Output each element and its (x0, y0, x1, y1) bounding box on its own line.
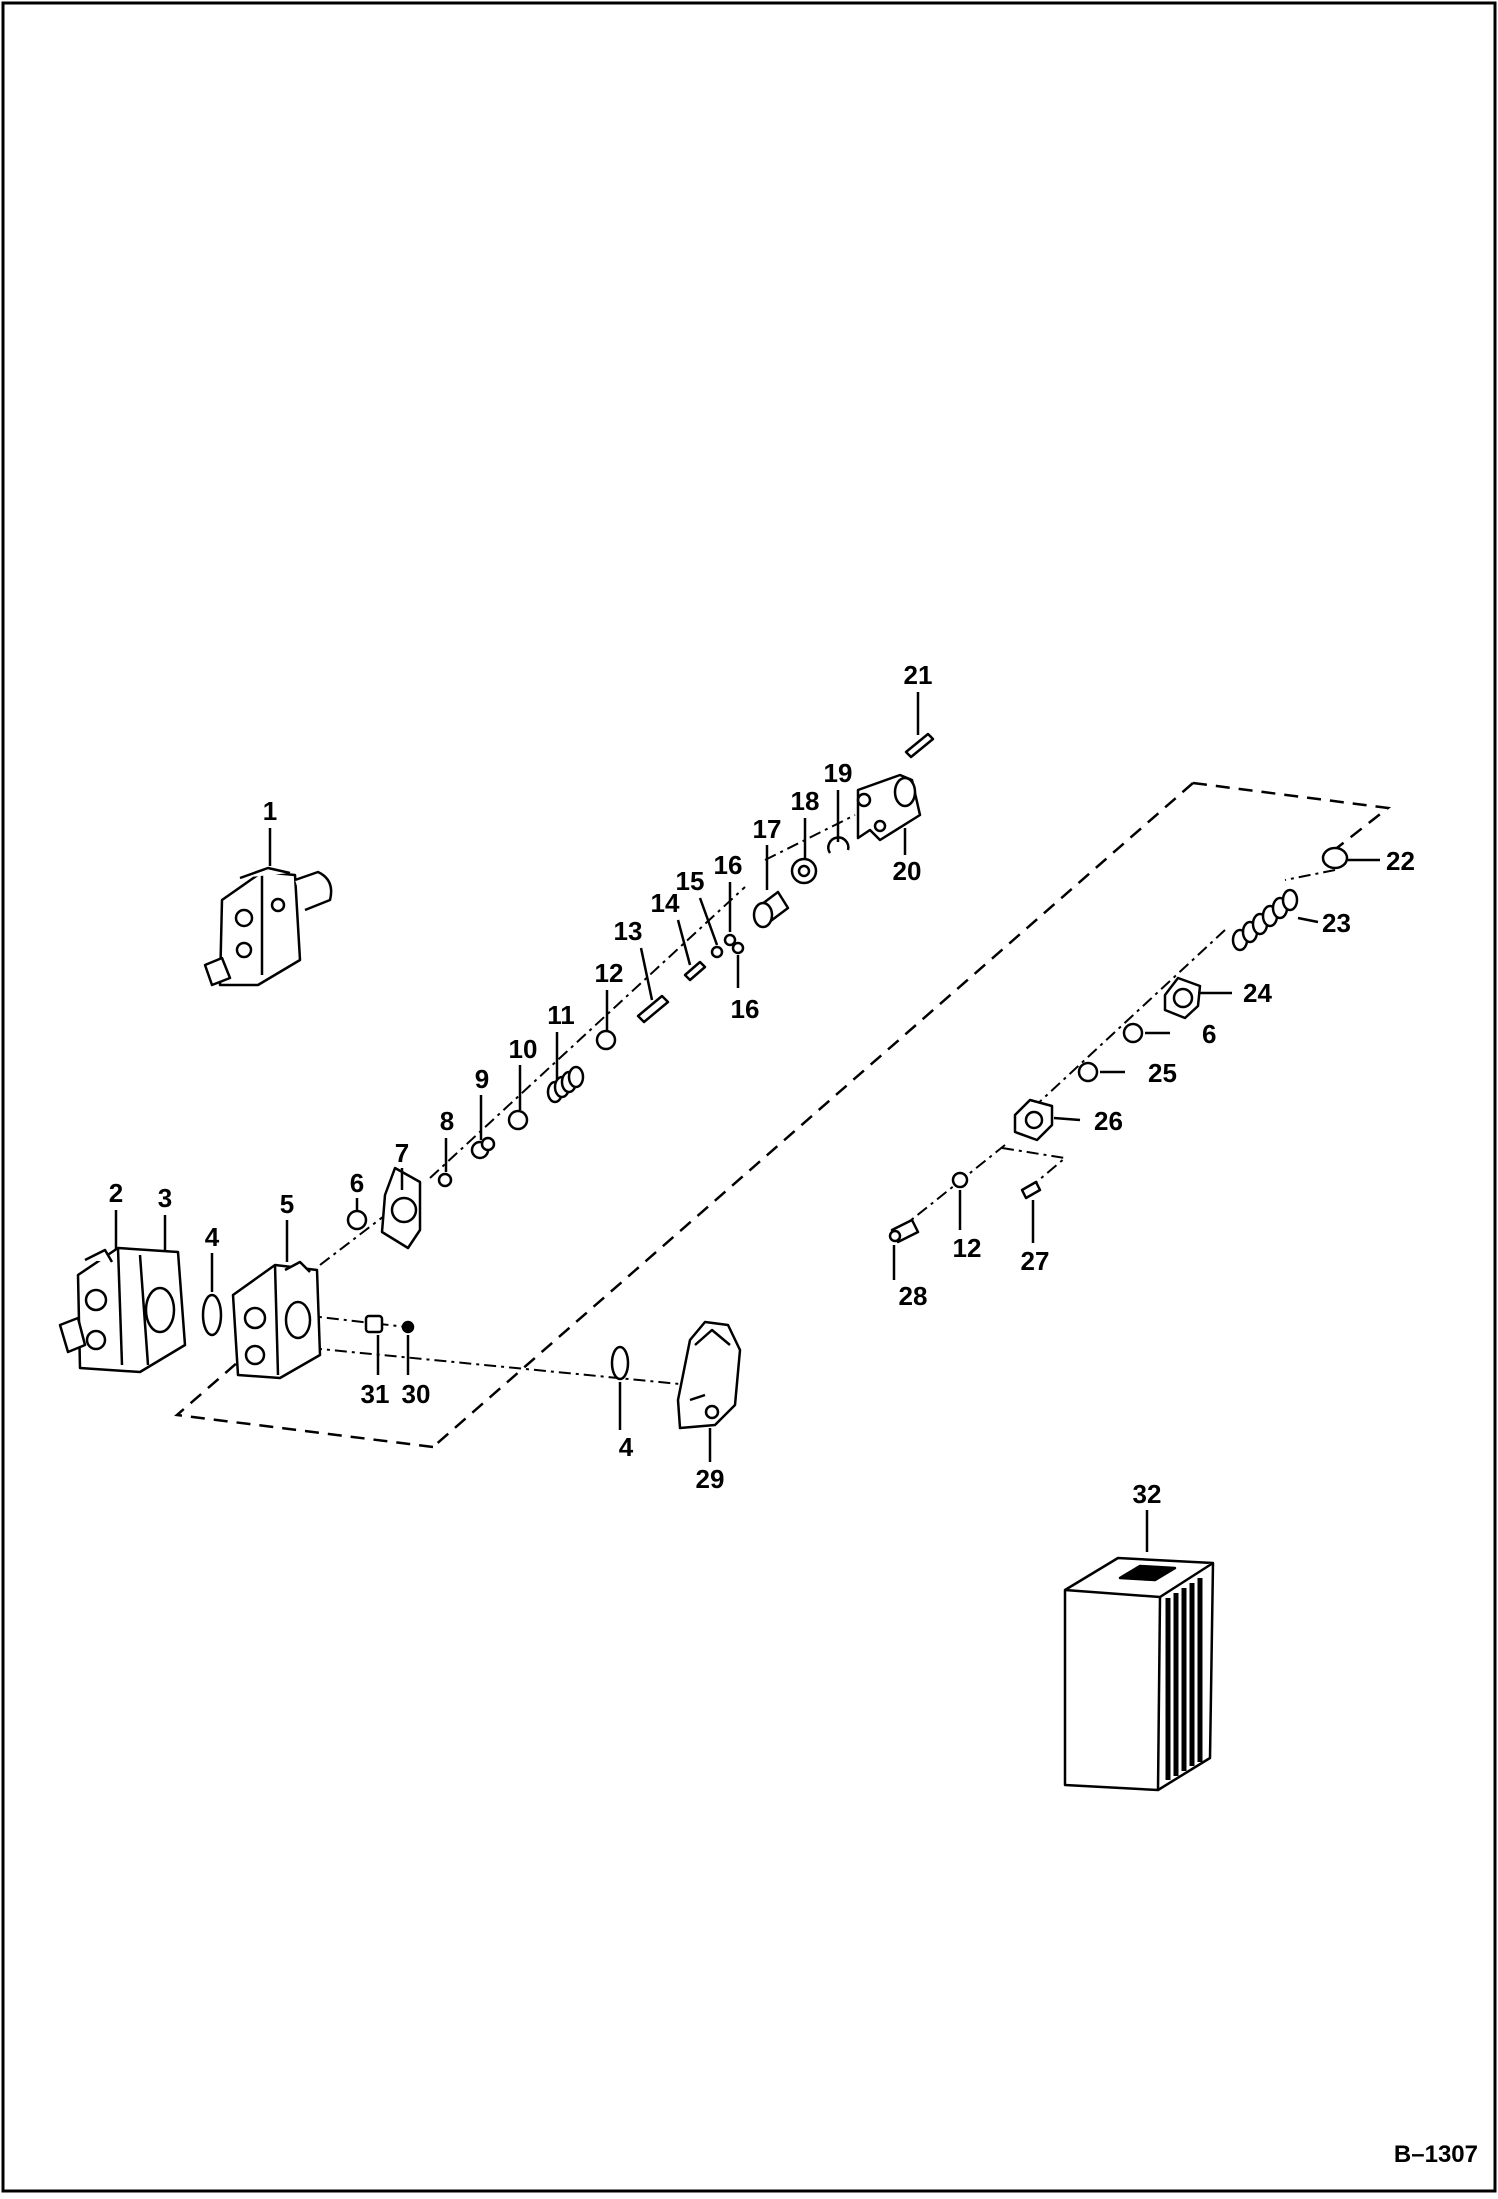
figure-number: B–1307 (1394, 2141, 1478, 2168)
callout-16-bottom: 16 (731, 994, 760, 1024)
callout-10: 10 (509, 1034, 538, 1064)
o-ring-centre-part (610, 1345, 630, 1381)
callout-4-left: 4 (205, 1222, 220, 1252)
callout-30: 30 (402, 1379, 431, 1409)
retaining-ring-part (790, 857, 818, 885)
callout-15: 15 (676, 866, 705, 896)
spool-part (1231, 888, 1299, 952)
snap-ring-part (827, 836, 850, 854)
callout-labels: 1 2 3 4 5 6 7 8 9 10 11 12 13 14 15 16 1… (109, 660, 1415, 1509)
sleeve-part (752, 890, 790, 929)
callout-23: 23 (1322, 908, 1351, 938)
cover-plate-part (380, 1166, 422, 1250)
stud-27-part (1020, 1180, 1042, 1200)
callout-18: 18 (791, 786, 820, 816)
nut-right-part (951, 1171, 969, 1189)
small-ring-part (710, 945, 724, 959)
flange-part (1163, 976, 1202, 1020)
seal-ring-part (437, 1172, 453, 1188)
plate-26-part (1013, 1098, 1054, 1142)
callout-2: 2 (109, 1178, 123, 1208)
callout-11: 11 (547, 1000, 575, 1030)
control-valve-assembly-part (203, 866, 333, 987)
callout-19: 19 (824, 758, 853, 788)
stud-part (636, 994, 670, 1024)
washer-25-part (1077, 1061, 1099, 1083)
callout-8: 8 (440, 1106, 454, 1136)
fitting-28-part (888, 1218, 920, 1244)
callout-5: 5 (280, 1189, 294, 1219)
small-ring-part-c (731, 941, 745, 955)
o-ring-22-part (1321, 846, 1349, 870)
assembly-dashed-outline (174, 781, 1392, 1449)
callout-26: 26 (1094, 1106, 1123, 1136)
callout-31: 31 (361, 1379, 390, 1409)
o-ring-part (346, 1209, 368, 1231)
callout-21: 21 (904, 660, 933, 690)
center-lines (301, 814, 1336, 1386)
pin-part (683, 960, 707, 982)
callout-25: 25 (1148, 1058, 1177, 1088)
bushing-part (470, 1136, 496, 1160)
callout-17: 17 (753, 814, 782, 844)
callout-13: 13 (614, 916, 643, 946)
valve-section-part (58, 1246, 187, 1374)
callout-29: 29 (696, 1464, 725, 1494)
callout-9: 9 (475, 1064, 489, 1094)
callout-32: 32 (1133, 1479, 1162, 1509)
small-ring-part-b (723, 933, 737, 947)
end-cap-housing-part (856, 773, 922, 842)
callout-3: 3 (158, 1183, 172, 1213)
ball-part (401, 1320, 415, 1334)
callout-28: 28 (899, 1281, 928, 1311)
callout-14: 14 (651, 888, 680, 918)
callout-16-top: 16 (714, 850, 743, 880)
callout-24: 24 (1243, 978, 1272, 1008)
washer-part (507, 1109, 529, 1131)
leader-lines (114, 692, 1380, 1552)
callout-27: 27 (1021, 1246, 1050, 1276)
plug-part (364, 1314, 384, 1334)
o-ring-right-part (1122, 1022, 1144, 1044)
callout-6-right: 6 (1202, 1019, 1216, 1049)
end-housing-part (676, 1320, 742, 1430)
callout-4-centre: 4 (619, 1432, 634, 1462)
seal-kit-box-part (1063, 1556, 1215, 1792)
callout-12-top: 12 (595, 958, 624, 988)
callout-22: 22 (1386, 846, 1415, 876)
nut-part (595, 1029, 617, 1051)
callout-1: 1 (263, 796, 277, 826)
callout-12-right: 12 (953, 1233, 982, 1263)
screw-part (904, 732, 935, 759)
callout-20: 20 (893, 856, 922, 886)
o-ring-left-part (201, 1293, 223, 1337)
spring-part (546, 1065, 585, 1104)
valve-body-part (231, 1260, 322, 1380)
callout-7: 7 (395, 1138, 409, 1168)
callout-6-left: 6 (350, 1168, 364, 1198)
